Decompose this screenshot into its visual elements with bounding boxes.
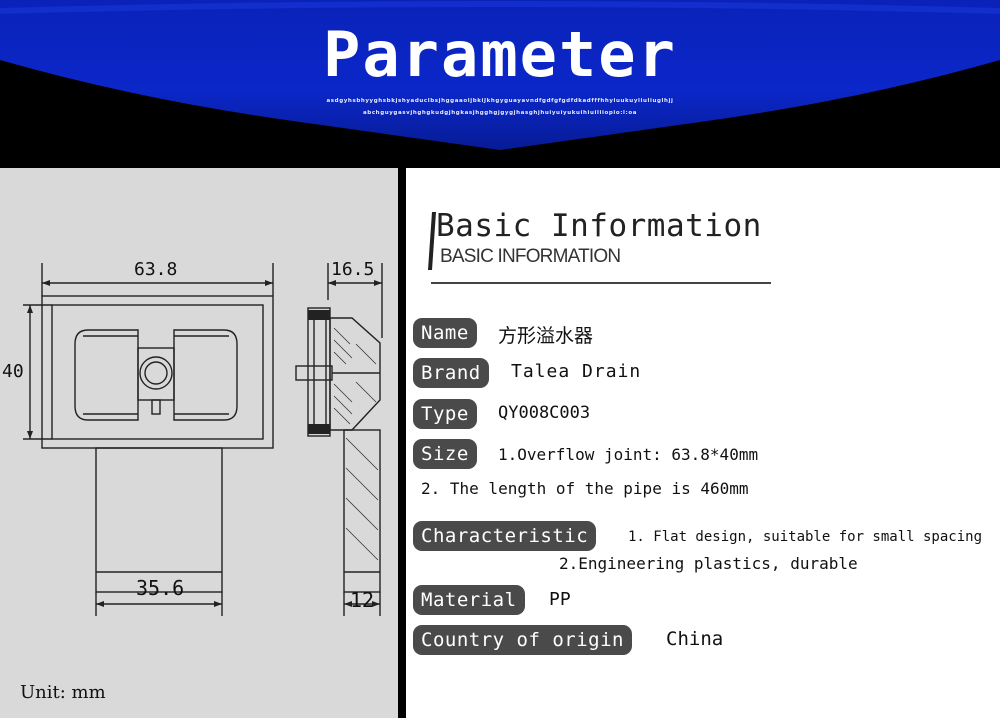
left-lobe (74, 329, 139, 421)
banner-background (0, 0, 1000, 150)
parameter-banner: Parameter asdgyhsbhyyghsbkjshyaduclbsjhg… (0, 0, 1000, 168)
label-material: Material (413, 585, 525, 615)
side-housing (329, 317, 381, 431)
dim-pipe-width: 35.6 (136, 576, 185, 600)
banner-subtitle-line1: asdgyhsbhyyghsbkjshyaduclbsjhggaaoljbkiJ… (326, 98, 674, 104)
technical-drawing-panel: 63.8 40 35.6 16.5 12 Unit: mm (0, 168, 398, 718)
value-characteristic-1: 1. Flat design, suitable for small spaci… (628, 529, 983, 545)
label-brand: Brand (413, 358, 489, 388)
center-ring-outer (139, 356, 173, 390)
dim-side-depth: 12 (350, 588, 375, 612)
banner-subtitle-line2: abchguygasvjhghgkudgjhgkasjhgghgjgygjhas… (362, 110, 638, 116)
value-type: QY008C003 (498, 403, 591, 423)
label-size: Size (413, 439, 477, 469)
unit-label: Unit: mm (20, 682, 106, 703)
side-pipe (343, 429, 381, 593)
value-material: PP (549, 589, 571, 610)
info-subheading: BASIC INFORMATION (440, 246, 621, 267)
banner-title: Parameter (323, 18, 677, 91)
dim-side-width: 16.5 (331, 259, 375, 280)
value-characteristic-2: 2.Engineering plastics, durable (559, 554, 858, 573)
heading-accent-bar (428, 212, 436, 270)
label-country-of-origin: Country of origin (413, 625, 632, 655)
heading-rule (431, 282, 771, 284)
label-name: Name (413, 318, 477, 348)
basic-information-panel: Basic Information BASIC INFORMATION Name… (406, 168, 1000, 718)
front-view-inner-frame (51, 304, 264, 440)
side-flange (307, 307, 331, 437)
label-characteristic: Characteristic (413, 521, 597, 551)
value-brand: Talea Drain (511, 361, 642, 382)
center-ring-inner (144, 361, 168, 385)
value-size-2: 2. The length of the pipe is 460mm (421, 479, 749, 498)
panel-divider (398, 168, 406, 718)
right-lobe (173, 329, 238, 421)
value-country-of-origin: China (666, 628, 724, 650)
value-size-1: 1.Overflow joint: 63.8*40mm (498, 445, 759, 464)
label-type: Type (413, 399, 477, 429)
front-view-frame (41, 295, 274, 449)
technical-drawing (23, 263, 383, 616)
dim-front-height: 40 (2, 361, 24, 382)
dim-front-width: 63.8 (134, 259, 178, 280)
value-name: 方形溢水器 (498, 325, 594, 347)
pipe-body (95, 447, 223, 593)
info-heading: Basic Information (436, 208, 762, 244)
